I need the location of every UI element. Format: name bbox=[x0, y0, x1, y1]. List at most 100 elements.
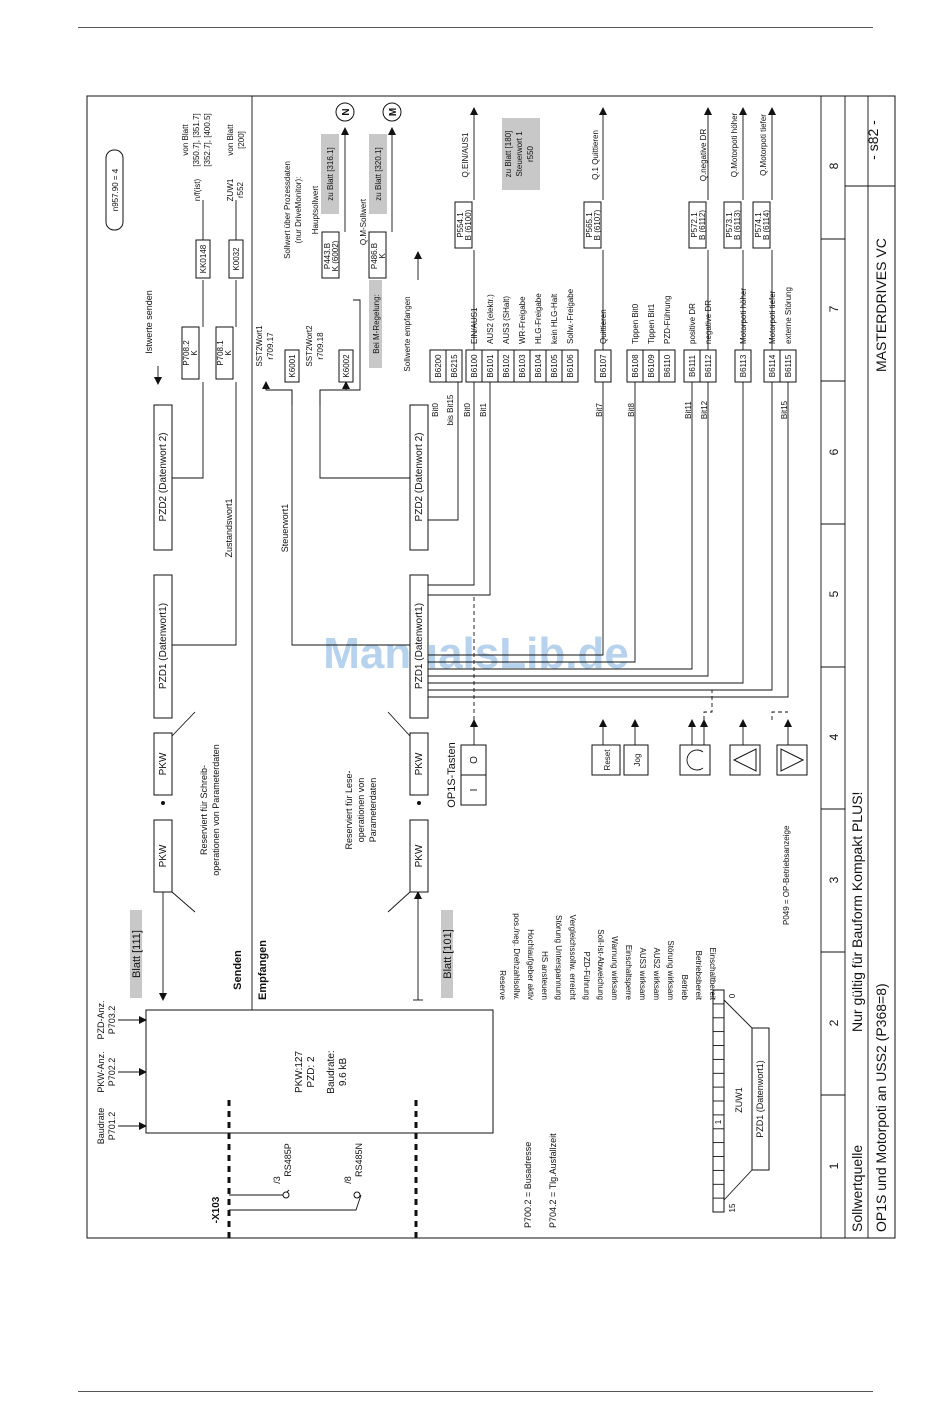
zublatt180-1: zu Blatt [180] bbox=[504, 131, 513, 178]
bit12: Bit12 bbox=[700, 400, 709, 419]
reverse-key[interactable] bbox=[679, 744, 711, 776]
receive-blatt: Blatt [101] bbox=[442, 929, 454, 979]
param-name: PKW-Anz. bbox=[96, 1051, 106, 1092]
send-pzd1-box bbox=[153, 574, 173, 719]
op1s-key-o[interactable] bbox=[460, 744, 487, 776]
bit1-pzd1: Bit1 bbox=[479, 403, 488, 417]
bit12-line bbox=[428, 382, 709, 677]
p7082-box bbox=[181, 326, 200, 380]
pin8: /8 bbox=[343, 1176, 353, 1184]
column-numbers: 8 7 6 5 4 3 2 1 bbox=[827, 162, 841, 1169]
zuw-bit-label: Einschaltsperre bbox=[624, 945, 633, 1001]
lower-dash bbox=[771, 711, 788, 720]
zuw-bit-label: Soll-Ist-Abweichung bbox=[596, 929, 605, 1000]
bit0-top: Bit0 bbox=[431, 403, 440, 417]
p574: P574.1 bbox=[754, 212, 763, 238]
nist: n/f(ist) bbox=[193, 179, 202, 202]
param-name: Baudrate bbox=[96, 1108, 106, 1145]
uss-baud-value: 9.6 kB bbox=[338, 1058, 349, 1087]
zuw-bit-label: Störung Unterspannung bbox=[554, 915, 563, 1000]
sst2: SST2Wort2 bbox=[305, 325, 314, 367]
bit-labels: EIN/AUS1 AUS2 (elektr.) AUS3 (SHalt) WR-… bbox=[470, 287, 793, 344]
bit-label: kein HLG-Halt bbox=[550, 293, 559, 344]
raise-triangle-icon bbox=[732, 748, 757, 772]
sheet-frame bbox=[86, 95, 896, 1239]
receive-blatt-bg bbox=[441, 910, 453, 998]
zuw-bit-lo: 0 bbox=[728, 993, 737, 998]
q-tiefer: Q.Motorpoti tiefer bbox=[759, 114, 768, 176]
bit-code: B6101 bbox=[486, 354, 495, 378]
bit-label: externe Störung bbox=[784, 287, 793, 344]
uss-pkw: PKW:127 bbox=[294, 1051, 305, 1093]
p443-box bbox=[321, 231, 340, 279]
footer-subtitle: OP1S und Motorpoti an USS2 (P368=8) bbox=[873, 983, 889, 1232]
zuw-bit-label: Warnung wirksam bbox=[610, 936, 619, 1000]
pzd2-bits-line bbox=[428, 382, 459, 521]
p573: P573.1 bbox=[725, 212, 734, 238]
recv-pkw-box-2 bbox=[409, 732, 429, 796]
steuerwort-line bbox=[291, 390, 410, 646]
uss-pzd: PZD: 2 bbox=[306, 1056, 317, 1088]
bit-label: Sollw.-Freigabe bbox=[566, 288, 575, 344]
vonblatt2: von Blatt bbox=[226, 124, 235, 156]
bit-code: B6112 bbox=[704, 354, 713, 377]
zuw1-label: ZUW1 bbox=[226, 178, 235, 201]
zuw-bit-label: Einschaltbereit bbox=[708, 948, 717, 1001]
qm-sollwert: Q.M-Sollwert bbox=[359, 198, 368, 245]
footer-title: Sollwertquelle bbox=[849, 1145, 865, 1232]
recv-reserved-line2: operationen von bbox=[356, 778, 366, 843]
column-number: 8 bbox=[827, 162, 841, 169]
zuw-bit-label: AUS3 wirksam bbox=[638, 948, 647, 1001]
zublatt180-3: r550 bbox=[526, 145, 535, 162]
b6200: B6200 bbox=[434, 354, 443, 378]
bit-code: B6100 bbox=[470, 354, 479, 378]
column-number: 2 bbox=[827, 1019, 841, 1026]
column-number: 7 bbox=[827, 305, 841, 312]
bus-address: P700.2 = Busadresse bbox=[523, 1142, 533, 1228]
recv-pzd1: PZD1 (Datenwort1) bbox=[414, 603, 425, 689]
recv-pzd1-box bbox=[409, 574, 429, 719]
recv-pkw-dot bbox=[417, 801, 421, 805]
bit-label: Tippen Bit1 bbox=[647, 303, 656, 344]
rs485p-line bbox=[229, 1189, 290, 1196]
op1s-key-i[interactable] bbox=[460, 774, 487, 806]
bit13-line bbox=[428, 382, 744, 684]
pin3-label: RS485P bbox=[283, 1143, 293, 1177]
b6112-ref: B (6112) bbox=[698, 210, 707, 240]
b6107-ref: B (6107) bbox=[593, 209, 602, 240]
vonblatt1-ref1: [350.7], [351.7] bbox=[192, 113, 201, 166]
recv-reserved-line1: Reserviert für Lese- bbox=[344, 770, 354, 849]
bei-m-bg bbox=[369, 280, 382, 368]
param-name: PZD-Anz. bbox=[96, 1000, 106, 1039]
vonblatt1: von Blatt bbox=[181, 124, 190, 156]
istwerte-label: Istwerte senden bbox=[144, 290, 154, 354]
k6002-route bbox=[320, 299, 361, 391]
uss-box-text: PKW:127 PZD: 2 Baudrate: 9.6 kB bbox=[294, 1050, 349, 1093]
n957: n957.90 = 4 bbox=[111, 168, 120, 211]
bit-label: Motorpoti höher bbox=[739, 288, 748, 344]
op1s-title: OP1S-Tasten bbox=[446, 742, 458, 807]
reset-key[interactable] bbox=[591, 744, 621, 776]
bit-code: B6108 bbox=[631, 354, 640, 378]
zustand-line bbox=[172, 382, 237, 646]
jog-key[interactable] bbox=[623, 744, 649, 776]
column-number: 3 bbox=[827, 876, 841, 883]
send-reserved-bracket bbox=[171, 711, 196, 913]
bit15: Bit15 bbox=[780, 400, 789, 419]
bit-label: AUS2 (elektr.) bbox=[486, 294, 495, 344]
op1s-key-i-label: I bbox=[469, 789, 480, 792]
r552: r552 bbox=[236, 181, 245, 198]
bit7: Bit7 bbox=[595, 403, 604, 417]
send-pkw-box-1 bbox=[153, 819, 173, 893]
zuw-bit-label: Betriebsbereit bbox=[694, 951, 703, 1001]
b6215: B6215 bbox=[450, 354, 459, 378]
watermark: ManualsLib.de bbox=[323, 629, 629, 678]
bit-code: B6110 bbox=[663, 354, 672, 377]
send-pkw-2: PKW bbox=[158, 752, 169, 775]
uss-baud-label: Baudrate: bbox=[326, 1050, 337, 1093]
b6215-box bbox=[445, 349, 463, 383]
kk0148: KK0148 bbox=[199, 244, 208, 273]
column-number: 5 bbox=[827, 590, 841, 597]
send-label: Senden bbox=[232, 950, 244, 990]
bit7-line bbox=[428, 382, 604, 656]
